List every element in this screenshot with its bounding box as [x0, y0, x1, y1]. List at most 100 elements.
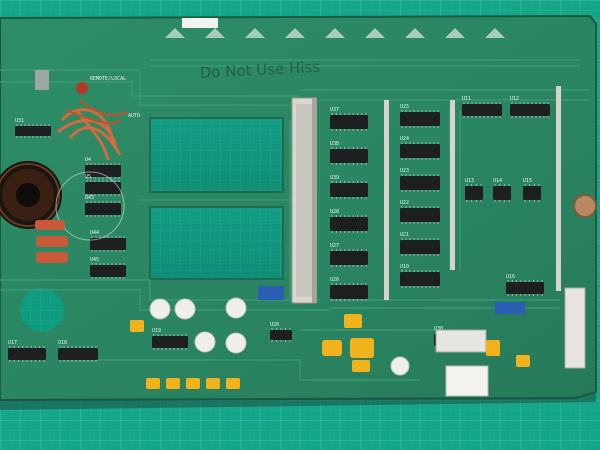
ic-label: U14 [493, 178, 502, 184]
ic-label: U22 [400, 200, 409, 206]
ic-chip [15, 126, 51, 136]
ic-pins [331, 147, 367, 165]
toroid-inductor [0, 161, 62, 229]
ic-label: U23 [400, 168, 409, 174]
ic-label: U17 [8, 340, 17, 346]
top-silkscreen-triangles [165, 28, 505, 38]
ic-pins [331, 113, 367, 131]
bottom-white-block [445, 365, 489, 397]
ic-label: U21 [400, 232, 409, 238]
ic-label: U13 [465, 178, 474, 184]
ic-chip [330, 285, 368, 299]
ic-chip [58, 348, 98, 360]
ic-chip [330, 217, 368, 231]
ic-label: U38 [330, 141, 339, 147]
sticker-label [182, 18, 218, 28]
ic-label: U20 [270, 322, 279, 328]
blue-component [258, 286, 284, 300]
ic-label: U45 [90, 257, 99, 263]
ic-pins [401, 238, 439, 256]
ic-label: U18 [58, 340, 67, 346]
ic-chip [400, 208, 440, 222]
header-strip-1 [384, 100, 389, 300]
ic-chip [90, 238, 126, 250]
ic-pins [331, 283, 367, 301]
connectors [291, 86, 586, 397]
ic-pins [86, 163, 120, 179]
bottom-white-connector [435, 329, 487, 353]
ic-chip [465, 186, 483, 200]
ic-label: U15 [523, 178, 532, 184]
ic-label: U24 [400, 136, 409, 142]
ic-pins [331, 249, 367, 267]
ic-label: U4 [85, 157, 91, 163]
metal-cans [149, 297, 410, 376]
header-strip-2 [450, 100, 455, 270]
ic-chip [523, 186, 541, 200]
ic-label: U39 [330, 175, 339, 181]
ic-pins [401, 142, 439, 160]
ic-label: U19 [152, 328, 161, 334]
ic-chip [400, 176, 440, 190]
ic-chip [510, 104, 550, 116]
traces [0, 59, 590, 381]
ic-chip [400, 240, 440, 254]
grey-switch [35, 70, 49, 90]
silkscreen-layer: REMOTE/LOCAL AUTO [90, 76, 140, 119]
ic-pins [9, 346, 45, 362]
ic-label: U12 [510, 96, 519, 102]
label-remote-local: REMOTE/LOCAL [90, 76, 126, 82]
ic-pins [401, 174, 439, 192]
ic-label: U28 [330, 209, 339, 215]
ic-label: U25 [400, 104, 409, 110]
label-auto: AUTO [128, 113, 140, 119]
ic-pins [401, 110, 439, 128]
ic-chip [85, 165, 121, 177]
ic-pins [16, 124, 50, 138]
ic-pins [511, 102, 549, 118]
ic-label: U43 [85, 195, 94, 201]
wire-bundle-dark [65, 99, 129, 125]
capacitors-yellow [130, 314, 530, 389]
ic-pins [463, 102, 501, 118]
ic-pins [86, 201, 120, 217]
ic-pins [494, 184, 510, 202]
ic-pins [524, 184, 540, 202]
ic-chip [85, 182, 121, 194]
ic-chip [493, 186, 511, 200]
ic-pins [401, 206, 439, 224]
ic-pins [466, 184, 482, 202]
ic-chip [330, 183, 368, 197]
ic-pins [86, 180, 120, 196]
ic-chip [152, 336, 188, 348]
ic-chip [330, 251, 368, 265]
ic-chip [270, 330, 292, 340]
ic-pins [507, 280, 543, 296]
ic-chip [330, 149, 368, 163]
ic-pins [331, 181, 367, 199]
ic-chip [400, 112, 440, 126]
ic-pins [331, 215, 367, 233]
ic-label: U30 [434, 326, 443, 332]
ic-label: U31 [15, 118, 24, 124]
ic-label: U26 [330, 277, 339, 283]
ic-label: U5 [85, 174, 91, 180]
ic-label: U16 [506, 274, 515, 280]
ic-label: U37 [330, 107, 339, 113]
trim-potentiometer [573, 194, 597, 218]
ic-label: U44 [90, 230, 99, 236]
blue-component-right [495, 302, 525, 314]
clear-ring [55, 171, 125, 241]
ic-pins [153, 334, 187, 350]
ic-chip [400, 144, 440, 158]
capacitors-red [35, 220, 68, 263]
ic-chip [506, 282, 544, 294]
ic-chip [462, 104, 502, 116]
ic-chip [330, 115, 368, 129]
ic-label: U10 [400, 264, 409, 270]
ic-label: U11 [462, 96, 471, 102]
header-strip-3 [556, 86, 561, 291]
ic-chip [85, 203, 121, 215]
